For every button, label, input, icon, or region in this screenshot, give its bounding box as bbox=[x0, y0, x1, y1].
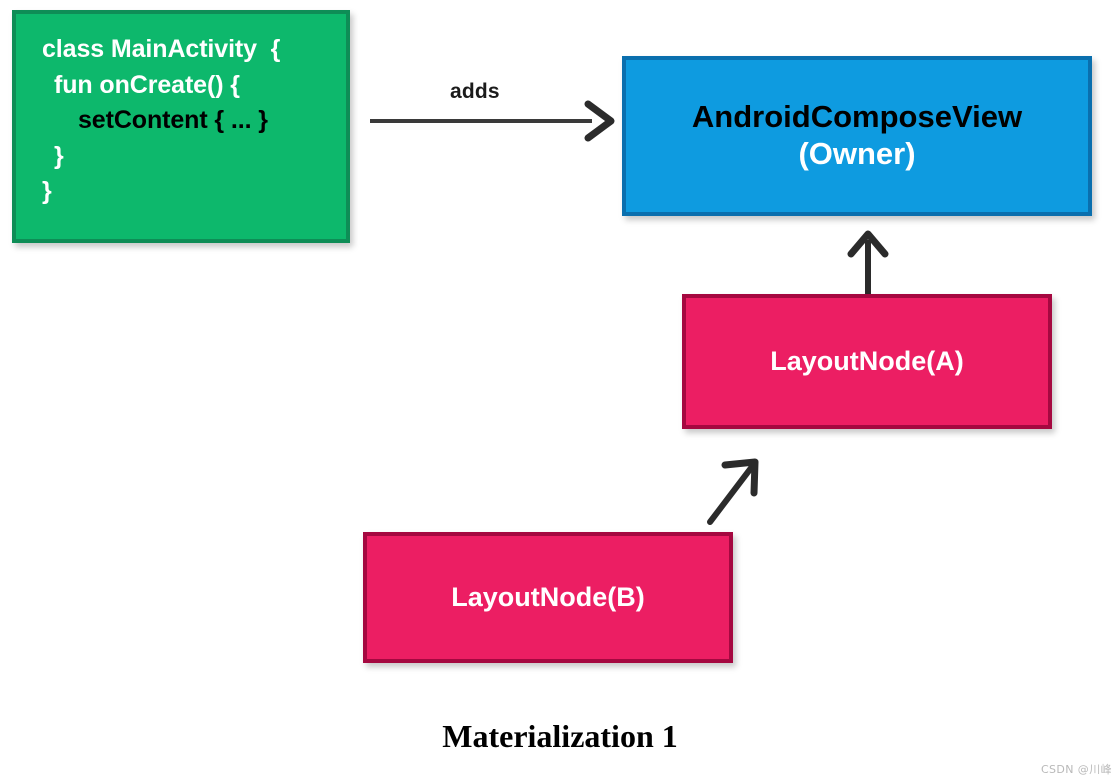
owner-box-title: AndroidComposeView bbox=[691, 99, 1023, 135]
csdn-watermark: CSDN @川峰 bbox=[1040, 763, 1112, 776]
mainactivity-code-box: class MainActivity { fun onCreate() { se… bbox=[12, 10, 350, 243]
code-line-2: fun onCreate() { bbox=[54, 70, 240, 99]
code-line-4: } bbox=[54, 141, 64, 170]
layoutnode-a-label: LayoutNode(A) bbox=[770, 346, 964, 376]
layoutnode-a-box: LayoutNode(A) bbox=[682, 294, 1052, 429]
layoutnode-a-to-owner-arrow-icon bbox=[847, 230, 889, 294]
code-line-5: } bbox=[42, 177, 52, 205]
adds-edge-label: adds bbox=[450, 80, 500, 103]
layoutnode-b-box: LayoutNode(B) bbox=[363, 532, 733, 663]
layoutnode-b-label: LayoutNode(B) bbox=[451, 582, 645, 612]
androidcomposeview-owner-box: AndroidComposeView (Owner) bbox=[622, 56, 1092, 216]
diagram-caption: Materialization 1 bbox=[442, 718, 678, 754]
owner-box-subtitle: (Owner) bbox=[798, 136, 916, 171]
code-line-1: class MainActivity { bbox=[42, 35, 281, 63]
layoutnode-b-to-a-arrow-icon bbox=[707, 458, 759, 525]
adds-arrow-icon bbox=[370, 100, 615, 142]
code-line-3: setContent { ... } bbox=[78, 106, 268, 134]
